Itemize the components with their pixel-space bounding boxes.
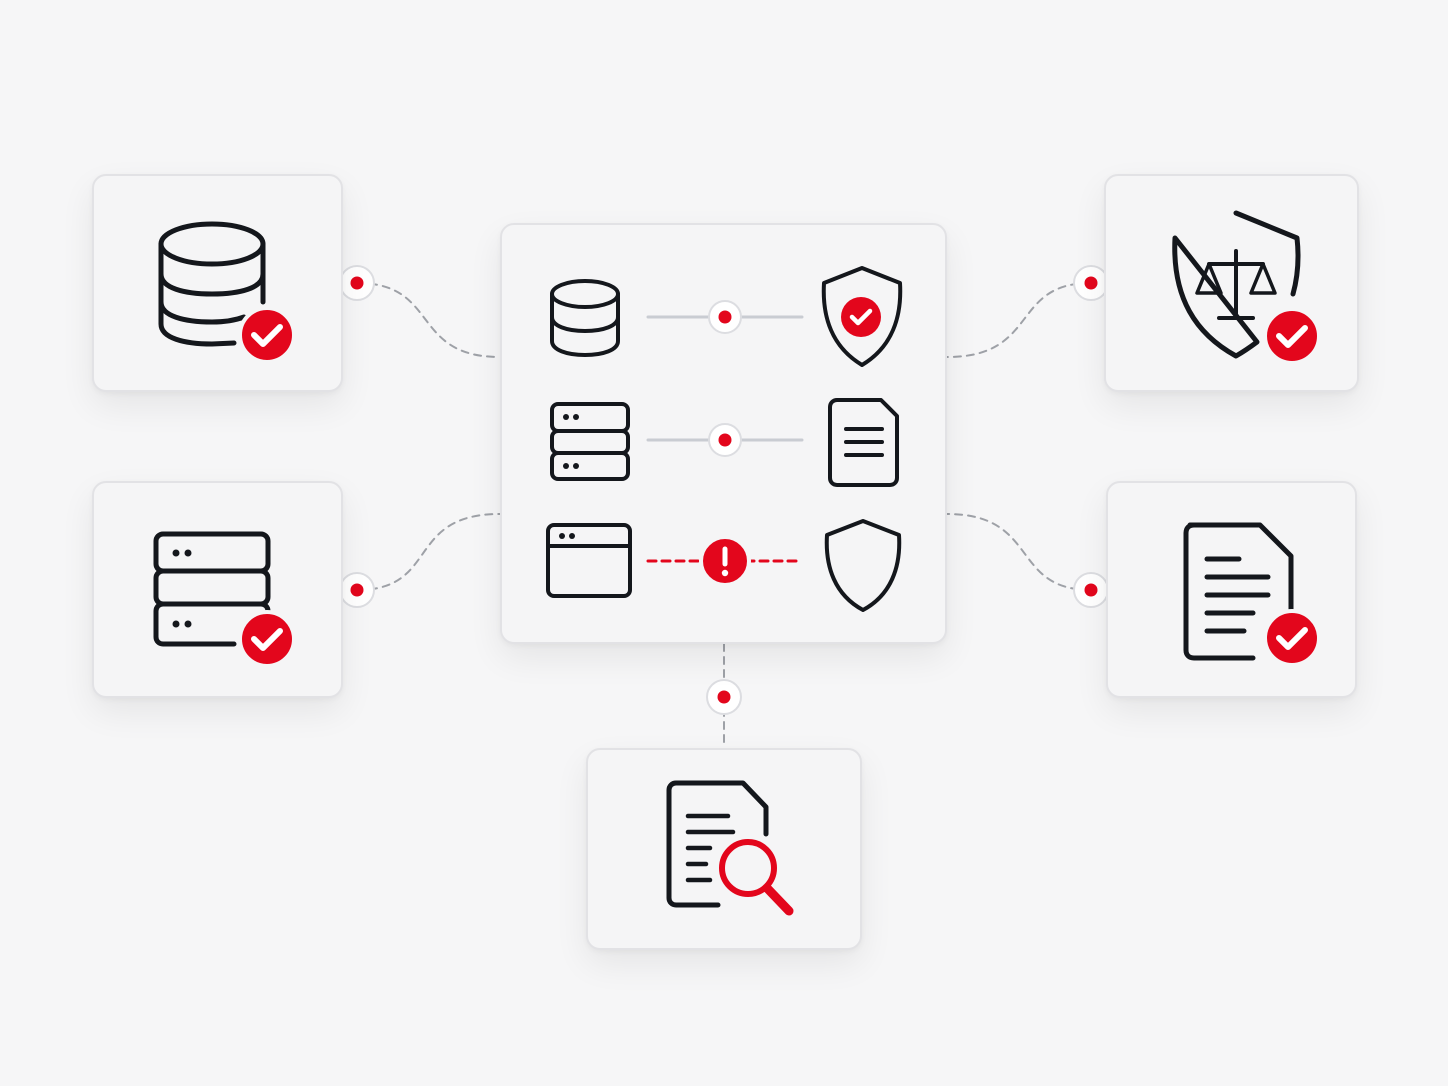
- compliance-card[interactable]: [1104, 174, 1359, 392]
- browser-window-icon: [546, 523, 632, 598]
- shield-scale-icon: [1172, 210, 1301, 359]
- document-icon: [828, 398, 899, 487]
- connector-node-document: [1073, 572, 1109, 608]
- hub-row-server-document: [550, 398, 899, 487]
- server-icon: [550, 402, 630, 481]
- hub-card[interactable]: [500, 223, 947, 644]
- hub-row-browser-shield: [546, 519, 902, 612]
- connector-compliance-hub: [946, 282, 1092, 358]
- check-badge-icon: [1263, 609, 1321, 667]
- check-badge-icon: [238, 306, 296, 364]
- document-search-icon: [666, 780, 794, 916]
- server-indicator-lights: [172, 549, 192, 628]
- connector-node-compliance: [1073, 265, 1109, 301]
- shield-icon: [824, 519, 902, 612]
- document-card[interactable]: [1106, 481, 1357, 698]
- connector-node-audit: [706, 679, 742, 715]
- connector-node-database: [339, 265, 375, 301]
- server-card[interactable]: [92, 481, 343, 698]
- shield-check-icon: [821, 266, 903, 367]
- link-node-ok: [708, 300, 742, 334]
- connector-node-server: [339, 572, 375, 608]
- database-card[interactable]: [92, 174, 343, 392]
- check-badge-icon: [1263, 307, 1321, 365]
- hub-row-database-shield: [550, 266, 903, 367]
- database-icon: [550, 279, 620, 358]
- connector-database-hub: [356, 282, 501, 358]
- check-badge-icon: [238, 610, 296, 668]
- server-icon: [153, 531, 271, 647]
- alert-icon: [699, 535, 751, 587]
- audit-card[interactable]: [586, 748, 862, 950]
- link-node-ok: [708, 423, 742, 457]
- magnifier-icon: [719, 839, 794, 916]
- connector-server-hub: [356, 513, 501, 591]
- database-icon: [158, 221, 266, 347]
- document-icon: [1183, 522, 1294, 661]
- connector-document-hub: [946, 513, 1092, 591]
